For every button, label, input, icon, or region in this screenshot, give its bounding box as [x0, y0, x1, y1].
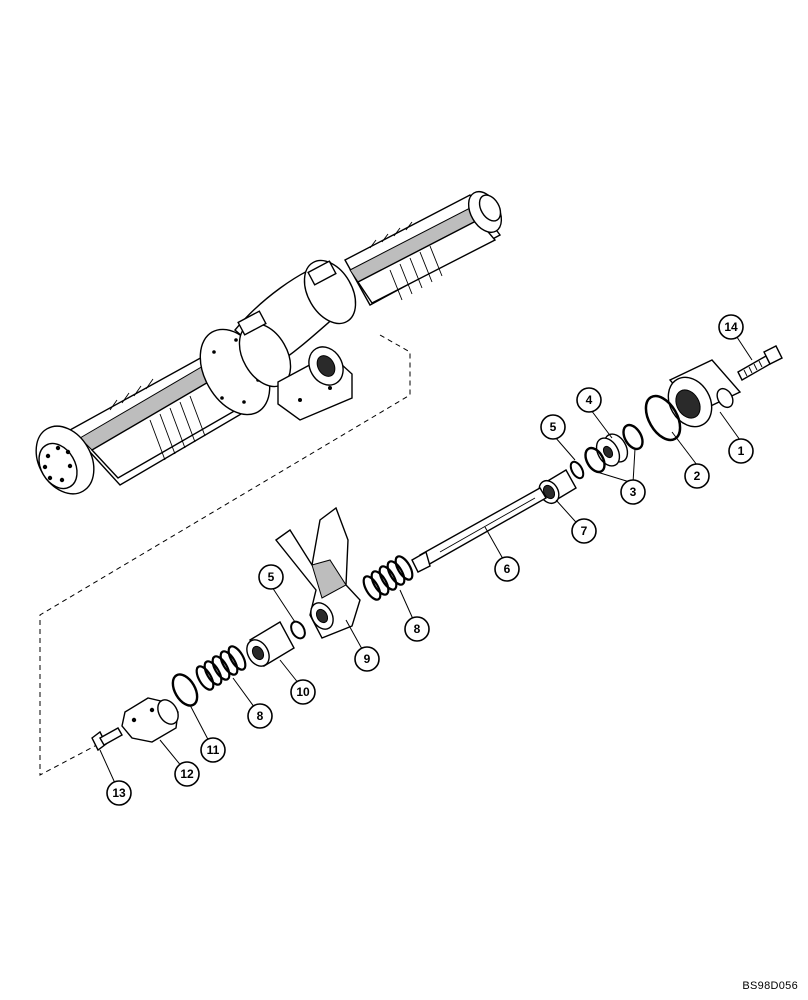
callout-2-label: 2 — [694, 469, 701, 483]
part-1-housing — [667, 359, 742, 428]
callout-14: 14 — [718, 314, 744, 340]
callout-3-label: 3 — [630, 485, 637, 499]
callout-7: 7 — [571, 518, 597, 544]
callout-6: 6 — [494, 556, 520, 582]
callout-7-label: 7 — [581, 524, 588, 538]
callout-12-label: 12 — [180, 767, 194, 781]
callout-11-label: 11 — [207, 743, 220, 757]
callout-1-label: 1 — [738, 444, 745, 458]
part-3-seal-ring-left — [584, 446, 606, 474]
callout-13-label: 13 — [112, 786, 126, 800]
axle-housing — [35, 191, 503, 495]
part-5-snap-ring-upper — [569, 460, 585, 480]
callout-6-label: 6 — [504, 562, 511, 576]
part-7-bushing — [538, 469, 577, 505]
callout-4-label: 4 — [586, 393, 593, 407]
assembly-leader-dashed — [39, 334, 411, 776]
part-12-cap — [121, 697, 179, 743]
callout-2: 2 — [684, 463, 710, 489]
part-2-o-ring — [644, 394, 682, 442]
part-9-shift-fork — [274, 506, 361, 639]
callout-8-upper-label: 8 — [414, 622, 421, 636]
callout-5-upper: 5 — [540, 414, 566, 440]
figure-reference-code: BS98D056 — [742, 980, 798, 992]
callout-10: 10 — [290, 679, 316, 705]
part-8-spring-upper — [362, 555, 414, 601]
part-8-spring-lower — [195, 645, 247, 691]
callout-3: 3 — [620, 479, 646, 505]
part-3-seal-ring-right — [622, 423, 644, 451]
callout-12: 12 — [174, 761, 200, 787]
callout-11: 11 — [200, 737, 226, 763]
part-14-bolt — [737, 345, 783, 381]
part-6-shift-rod — [411, 487, 547, 573]
callout-5-lower-label: 5 — [268, 570, 275, 584]
callout-14-label: 14 — [724, 320, 738, 334]
callout-1: 1 — [728, 438, 754, 464]
callout-9-label: 9 — [364, 652, 371, 666]
part-4-piston — [595, 433, 629, 467]
callout-9: 9 — [354, 646, 380, 672]
callout-10-label: 10 — [296, 685, 310, 699]
callout-13: 13 — [106, 780, 132, 806]
callout-5-upper-label: 5 — [550, 420, 557, 434]
part-5-snap-ring-lower — [290, 620, 306, 640]
callout-5-lower: 5 — [258, 564, 284, 590]
callout-4: 4 — [576, 387, 602, 413]
callout-8-lower-label: 8 — [257, 709, 264, 723]
callout-8-upper: 8 — [404, 616, 430, 642]
part-13-bolt — [91, 727, 123, 752]
part-10-sleeve — [246, 621, 295, 667]
callout-8-lower: 8 — [247, 703, 273, 729]
part-11-o-ring — [171, 673, 199, 707]
